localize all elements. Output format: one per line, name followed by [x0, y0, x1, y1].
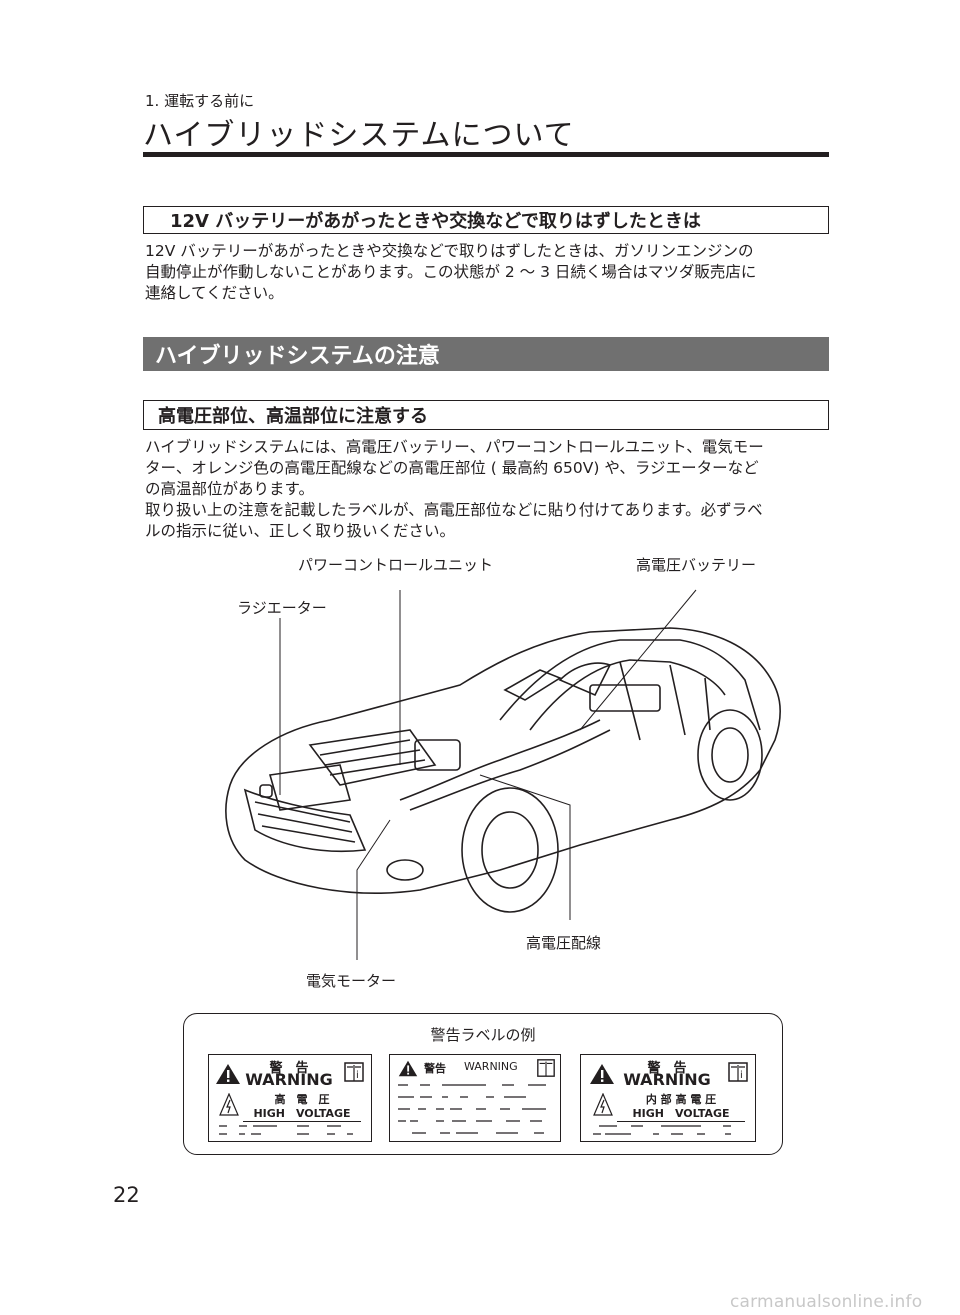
lightning-icon: [593, 1093, 613, 1116]
subheading-high-voltage: 高電圧部位、高温部位に注意する: [143, 400, 829, 430]
callout-wiring: 高電圧配線: [526, 934, 602, 952]
section-heading-12v-battery: 12V バッテリーがあがったときや交換などで取りはずしたときは: [143, 206, 829, 234]
pcu-block: [414, 739, 461, 771]
title-rule: [143, 152, 829, 157]
rear-wheel: [697, 709, 763, 801]
paragraph-line: 自動停止が作動しないことがあります。この状態が 2 〜 3 日続く場合はマツダ販…: [145, 263, 757, 281]
label-sub-en: HIGH VOLTAGE: [243, 1105, 361, 1122]
paragraph-line: ター、オレンジ色の高電圧配線などの高電圧部位 ( 最高約 650V) や、ラジエ…: [145, 459, 759, 477]
page-title: ハイブリッドシステムについて: [143, 118, 575, 153]
svg-text:i: i: [740, 1070, 743, 1081]
front-grille: [243, 788, 367, 853]
lightning-icon: [219, 1093, 239, 1116]
paragraph-12v-battery: 12V バッテリーがあがったときや交換などで取りはずしたときは、ガソリンエンジン…: [145, 241, 835, 304]
car-body-outline: [225, 627, 781, 894]
leader-line: [356, 819, 391, 960]
paragraph-line: 連絡してください。: [145, 284, 284, 302]
warning-triangle-icon: [590, 1064, 614, 1084]
warning-triangle-icon: [398, 1060, 418, 1077]
manual-book-icon: i: [344, 1062, 364, 1082]
label-sub-jp: 高 電 圧: [274, 1093, 330, 1106]
section-band-hybrid-caution: ハイブリッドシステムの注意: [143, 337, 829, 371]
callout-pcu: パワーコントロールユニット: [298, 556, 494, 574]
paragraph-line: ハイブリッドシステムには、高電圧バッテリー、パワーコントロールユニット、電気モー: [145, 438, 764, 456]
label-placeholder-text: [593, 1125, 731, 1135]
chapter-label: 1. 運転する前に: [145, 92, 255, 110]
warning-label-3: 警 告 WARNING i 内 部 高 電 圧 HIGH VOLTAGE: [580, 1054, 756, 1142]
label-placeholder-text: [219, 1125, 353, 1135]
warning-label-1: 警 告 WARNING i 高 電 圧 HIGH VOLTAGE: [208, 1054, 372, 1142]
label-en-title: WARNING: [464, 1060, 518, 1073]
page-number: 22: [113, 1183, 140, 1207]
svg-text:i: i: [356, 1070, 359, 1081]
leader-line: [479, 774, 571, 920]
label-placeholder-text: [398, 1084, 546, 1134]
leader-line: [579, 589, 697, 731]
warning-label-panel: 警告ラベルの例 警 告 WARNING i 高 電 圧 HIGH VOLTAGE…: [183, 1013, 783, 1155]
label-en-title: WARNING: [245, 1070, 333, 1089]
radiator-shape: [268, 764, 352, 811]
paragraph-line: ルの指示に従い、正しく取り扱いください。: [145, 522, 456, 540]
label-en-title: WARNING: [623, 1070, 711, 1089]
label-sub-jp: 内 部 高 電 圧: [645, 1093, 717, 1106]
manual-book-icon: i: [728, 1062, 748, 1082]
label-sub-en: HIGH VOLTAGE: [617, 1105, 745, 1122]
car-illustration: [225, 589, 781, 960]
paragraph-high-voltage: ハイブリッドシステムには、高電圧バッテリー、パワーコントロールユニット、電気モー…: [145, 437, 835, 542]
label-jp-title: 警 告: [269, 1061, 309, 1076]
hv-wiring: [399, 719, 601, 801]
warning-panel-title: 警告ラベルの例: [430, 1026, 536, 1044]
front-wheel: [461, 787, 559, 913]
car-cabin-outline: [499, 639, 761, 731]
warning-label-2: 警告 WARNING: [389, 1054, 561, 1142]
paragraph-line: 12V バッテリーがあがったときや交換などで取りはずしたときは、ガソリンエンジン…: [145, 242, 754, 260]
label-jp-title: 警 告: [647, 1061, 687, 1076]
callout-battery: 高電圧バッテリー: [636, 556, 757, 574]
footer-watermark: carmanualsonline.info: [730, 1292, 923, 1312]
hv-battery: [589, 684, 661, 712]
warning-triangle-icon: [216, 1064, 240, 1084]
paragraph-line: 取り扱い上の注意を記載したラベルが、高電圧部位などに貼り付けてあります。必ずラベ: [145, 501, 763, 519]
callout-motor: 電気モーター: [306, 972, 397, 990]
paragraph-line: の高温部位があります。: [145, 480, 314, 498]
manual-book-icon: [537, 1059, 555, 1077]
label-jp-title: 警告: [424, 1062, 446, 1075]
engine-block: [308, 729, 437, 786]
callout-radiator: ラジエーター: [237, 599, 327, 617]
